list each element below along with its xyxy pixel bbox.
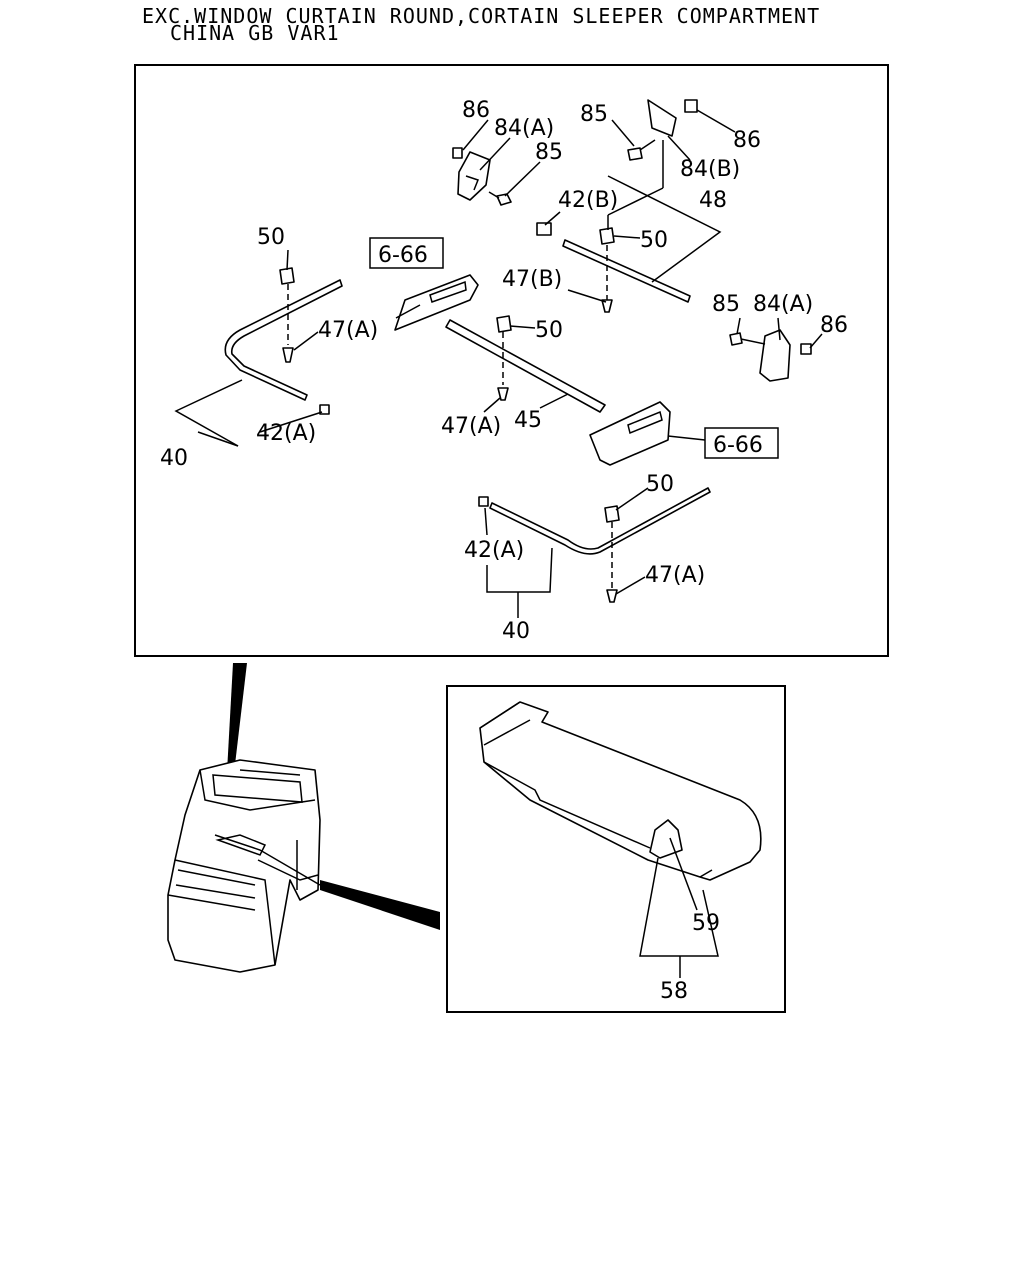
main-diagram-frame bbox=[134, 64, 889, 657]
ref-box-6-66-lower bbox=[704, 427, 779, 459]
label-47b: 47(B) bbox=[502, 267, 562, 292]
label-85-right: 85 bbox=[712, 292, 740, 317]
label-ref-6-66-upper: 6-66 bbox=[378, 243, 428, 268]
leader-lines bbox=[174, 109, 823, 618]
label-50-lower-rail: 50 bbox=[646, 472, 674, 497]
label-ref-6-66-lower: 6-66 bbox=[713, 433, 763, 458]
label-42b: 42(B) bbox=[558, 188, 618, 213]
label-42a-lower-rail: 42(A) bbox=[464, 538, 524, 563]
inset-detail-frame bbox=[446, 685, 786, 1013]
header-title-line2: CHINA GB VAR1 bbox=[170, 21, 340, 45]
bracket-84a-top bbox=[452, 147, 512, 206]
label-47a-left-rail: 47(A) bbox=[318, 318, 378, 343]
label-50-left-rail: 50 bbox=[257, 225, 285, 250]
label-42a-left-rail: 42(A) bbox=[256, 421, 316, 446]
label-50-rail-45: 50 bbox=[535, 318, 563, 343]
rail-40-left bbox=[224, 267, 343, 415]
sun-visor-58 bbox=[479, 701, 762, 881]
label-40-lower-rail: 40 bbox=[502, 619, 530, 644]
rail-45 bbox=[445, 315, 606, 413]
trim-6-66-lower bbox=[589, 401, 671, 466]
ref-box-6-66-upper bbox=[369, 237, 444, 269]
label-85-top-right: 85 bbox=[580, 102, 608, 127]
label-85-top-left: 85 bbox=[535, 140, 563, 165]
label-47a-rail-45: 47(A) bbox=[441, 414, 501, 439]
label-50-rail-48: 50 bbox=[640, 228, 668, 253]
inset-leaders bbox=[639, 837, 719, 978]
label-48: 48 bbox=[699, 188, 727, 213]
label-84a-right: 84(A) bbox=[753, 292, 813, 317]
label-59: 59 bbox=[692, 911, 720, 936]
label-86-top-right: 86 bbox=[733, 128, 761, 153]
trim-6-66-upper bbox=[394, 274, 479, 331]
header-title-line1: EXC.WINDOW CURTAIN ROUND,CORTAIN SLEEPER… bbox=[142, 4, 821, 28]
label-86-right: 86 bbox=[820, 313, 848, 338]
label-45: 45 bbox=[514, 408, 542, 433]
label-84a-top-left: 84(A) bbox=[494, 116, 554, 141]
label-47a-lower-rail: 47(A) bbox=[645, 563, 705, 588]
label-58: 58 bbox=[660, 979, 688, 1004]
label-40-left-rail: 40 bbox=[160, 446, 188, 471]
label-86-top-left: 86 bbox=[462, 98, 490, 123]
truck-cab-illustration bbox=[167, 663, 440, 973]
rail-40-lower bbox=[478, 487, 711, 603]
label-84b: 84(B) bbox=[680, 157, 740, 182]
bracket-84a-right bbox=[729, 329, 812, 382]
bracket-84b-top bbox=[627, 99, 698, 161]
